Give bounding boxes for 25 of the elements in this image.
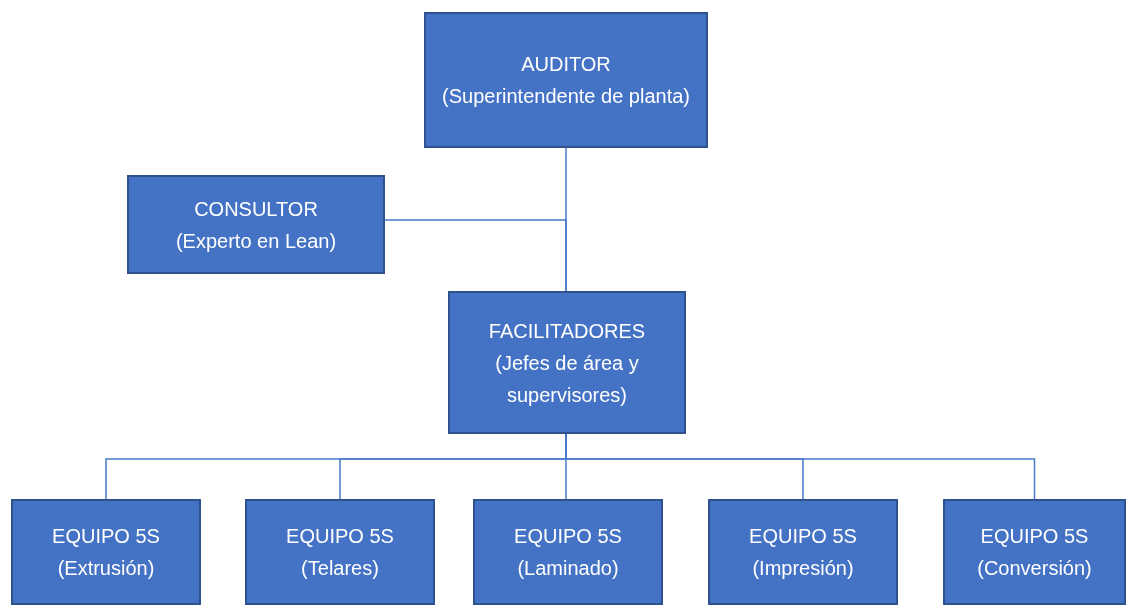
role-title: EQUIPO 5S bbox=[514, 524, 622, 549]
role-title: EQUIPO 5S bbox=[286, 524, 394, 549]
role-description: (Conversión) bbox=[977, 556, 1092, 581]
role-description: (Extrusión) bbox=[57, 556, 155, 581]
org-box bbox=[943, 499, 1126, 605]
role-description: (Experto en Lean) bbox=[175, 228, 337, 254]
role-description: (Telares) bbox=[301, 556, 379, 581]
role-title: EQUIPO 5S bbox=[749, 524, 857, 549]
connector-line bbox=[384, 219, 567, 292]
org-box bbox=[448, 291, 686, 434]
role-title: FACILITADORES bbox=[488, 318, 646, 344]
org-box bbox=[708, 499, 898, 605]
role-title: CONSULTOR bbox=[194, 196, 318, 222]
role-description: (Jefes de área y supervisores) bbox=[494, 350, 640, 408]
org-box bbox=[11, 499, 201, 605]
org-box bbox=[473, 499, 663, 605]
role-title: EQUIPO 5S bbox=[980, 524, 1089, 549]
org-box bbox=[424, 12, 708, 148]
role-description: (Superintendente de planta) bbox=[442, 84, 690, 109]
role-description: (Impresión) bbox=[752, 556, 854, 581]
role-description: (Laminado) bbox=[517, 556, 619, 581]
role-title: AUDITOR bbox=[521, 52, 611, 77]
org-box bbox=[127, 175, 385, 274]
role-title: EQUIPO 5S bbox=[52, 524, 160, 549]
org-box bbox=[245, 499, 435, 605]
